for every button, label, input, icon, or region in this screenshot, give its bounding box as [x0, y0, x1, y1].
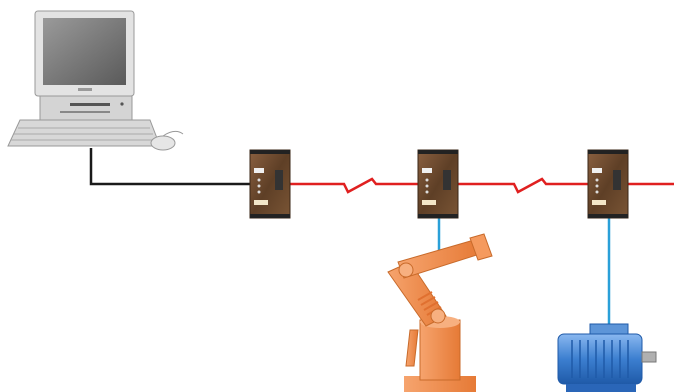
cable-link-pc-module1 — [89, 148, 250, 186]
desktop-computer-icon — [7, 10, 184, 151]
links — [89, 148, 674, 328]
radio-link-module2-module3 — [458, 177, 588, 194]
radio-link-module1-module2 — [290, 177, 418, 194]
industrial-robot-arm-icon — [387, 233, 493, 392]
modem-module-icon — [587, 149, 629, 219]
modem-module-icon — [249, 149, 291, 219]
electric-motor-icon — [557, 323, 657, 392]
modem-module-icon — [417, 149, 459, 219]
